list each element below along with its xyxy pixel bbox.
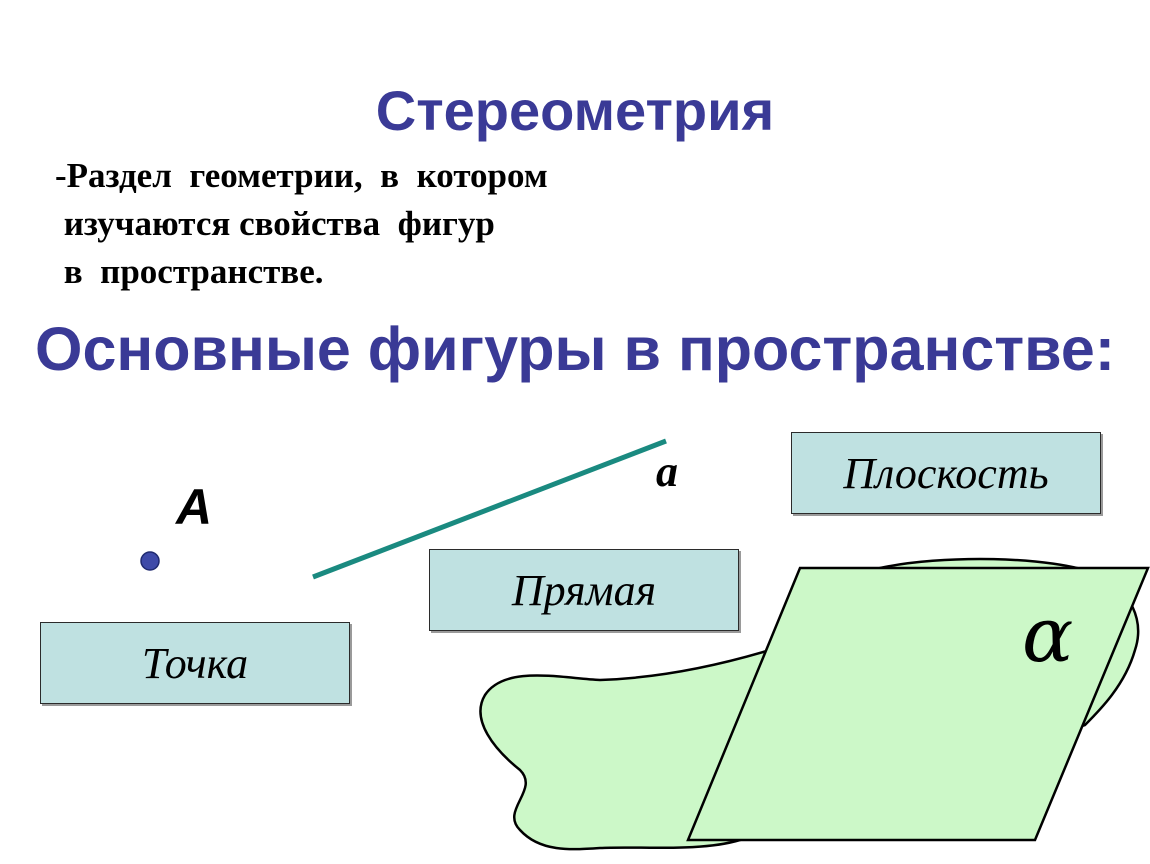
point-dot xyxy=(140,551,160,571)
line-label: Прямая xyxy=(511,565,657,615)
line-segment xyxy=(312,438,667,580)
plane-label-letter: α xyxy=(1022,590,1074,679)
point-label-letter: A xyxy=(176,479,213,535)
definition-line: -Раздел геометрии, в котором xyxy=(55,156,548,195)
plane-label: Плоскость xyxy=(843,448,1049,498)
point-label: Точка xyxy=(141,638,249,688)
definition-text: -Раздел геометрии, в котором изучаются с… xyxy=(55,152,548,296)
definition-line: изучаются свойства фигур xyxy=(55,204,495,243)
plane-label-box: Плоскость xyxy=(791,432,1101,514)
point-label-box: Точка xyxy=(40,622,350,704)
plane-parallelogram xyxy=(686,566,1150,842)
figures-heading: Основные фигуры в пространстве: xyxy=(35,315,1116,383)
line-label-letter: a xyxy=(656,447,678,496)
slide-title: Стереометрия xyxy=(375,79,775,142)
definition-line: в пространстве. xyxy=(55,252,324,291)
line-label-box: Прямая xyxy=(429,549,739,631)
